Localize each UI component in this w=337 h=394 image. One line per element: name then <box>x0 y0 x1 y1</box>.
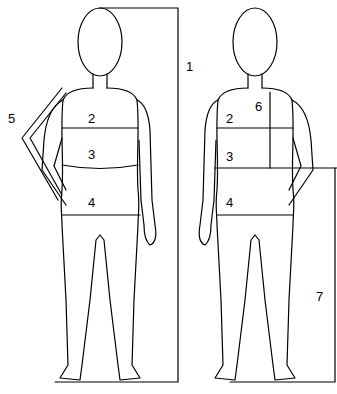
callout-number: 5 <box>8 112 15 126</box>
callout-number: 4 <box>88 196 95 210</box>
callout-number: 2 <box>226 112 233 126</box>
chest-line <box>62 127 138 128</box>
front-figure <box>60 8 140 380</box>
waist-line <box>62 165 138 169</box>
callout-number: 3 <box>226 150 233 164</box>
arm-length-line <box>22 88 66 200</box>
arm <box>42 100 66 205</box>
callout-number: 7 <box>316 290 323 304</box>
arm <box>199 100 218 245</box>
height-line <box>55 8 178 382</box>
callout-number: 4 <box>226 196 233 210</box>
back-figure <box>215 8 295 380</box>
chest-line <box>217 127 293 128</box>
arm <box>289 100 313 205</box>
callout-number: 2 <box>88 112 95 126</box>
callout-number: 3 <box>88 148 95 162</box>
callout-number: 1 <box>186 60 193 74</box>
hip-line <box>62 214 140 215</box>
back-length-line <box>269 92 270 168</box>
waist-line <box>215 167 337 168</box>
arm <box>137 100 156 245</box>
hip-line <box>217 214 293 215</box>
callout-number: 6 <box>255 100 262 114</box>
waist-to-floor-line <box>230 168 335 382</box>
